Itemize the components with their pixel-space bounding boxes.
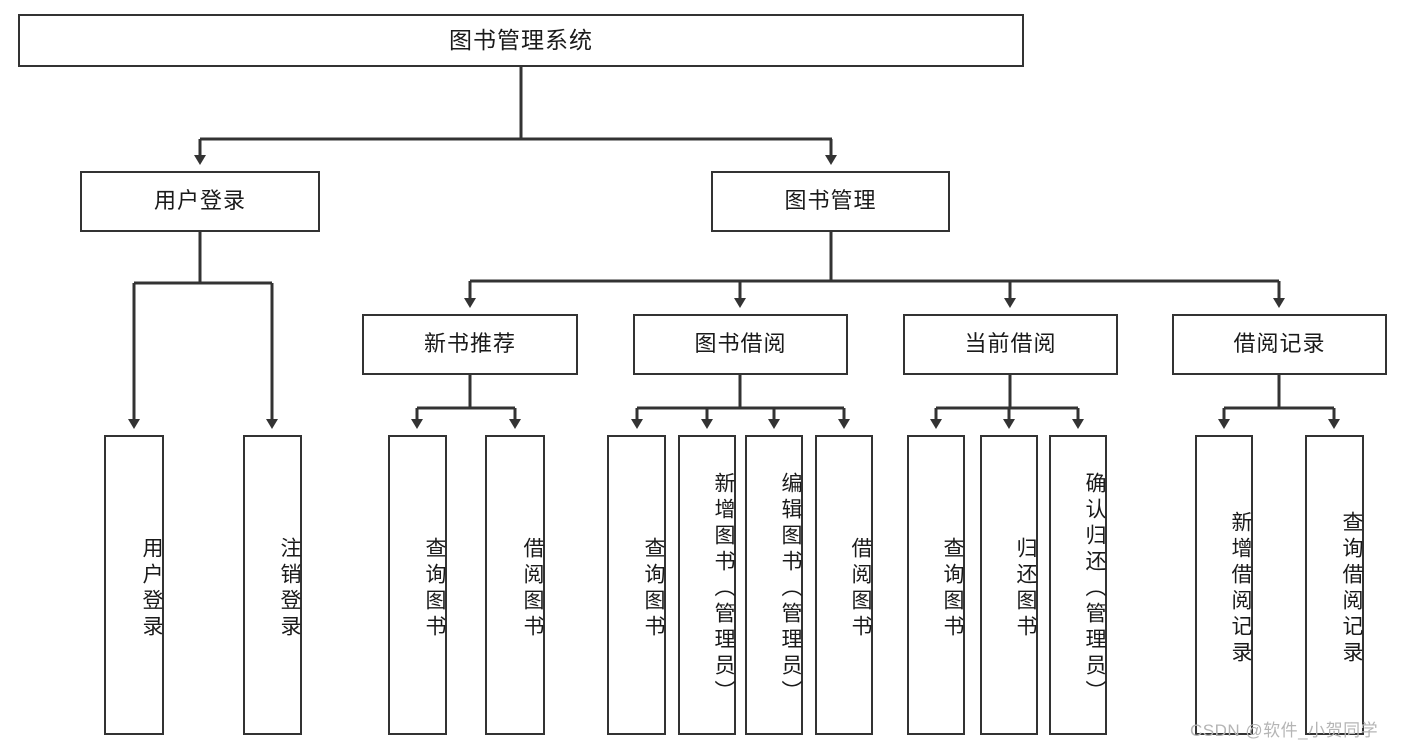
node-leaf-query-book-recommend[interactable]: 查询图书 bbox=[388, 435, 447, 735]
node-label: 借阅图书 bbox=[849, 537, 872, 641]
node-leaf-query-book-borrow[interactable]: 查询图书 bbox=[607, 435, 666, 735]
node-book-borrow[interactable]: 图书借阅 bbox=[633, 314, 848, 375]
node-borrow-record[interactable]: 借阅记录 bbox=[1172, 314, 1387, 375]
node-label: 新书推荐 bbox=[423, 331, 516, 357]
node-label: 新增图书（管理员） bbox=[712, 472, 735, 706]
node-user-login[interactable]: 用户登录 bbox=[80, 171, 320, 232]
node-leaf-borrow-book-recommend[interactable]: 借阅图书 bbox=[485, 435, 545, 735]
node-label: 查询借阅记录 bbox=[1340, 511, 1363, 667]
node-leaf-logout[interactable]: 注销登录 bbox=[243, 435, 302, 735]
node-label: 借阅图书 bbox=[521, 537, 544, 641]
node-label: 当前借阅 bbox=[964, 331, 1057, 357]
node-label: 图书管理 bbox=[784, 188, 877, 214]
node-leaf-query-borrow-record[interactable]: 查询借阅记录 bbox=[1305, 435, 1364, 735]
node-label: 新增借阅记录 bbox=[1229, 511, 1252, 667]
node-new-book-recommend[interactable]: 新书推荐 bbox=[362, 314, 578, 375]
node-label: 借阅记录 bbox=[1233, 331, 1326, 357]
node-book-management[interactable]: 图书管理 bbox=[711, 171, 950, 232]
node-label: 归还图书 bbox=[1014, 537, 1037, 641]
node-root-book-management-system[interactable]: 图书管理系统 bbox=[18, 14, 1024, 67]
node-current-borrow[interactable]: 当前借阅 bbox=[903, 314, 1118, 375]
node-leaf-add-borrow-record[interactable]: 新增借阅记录 bbox=[1195, 435, 1253, 735]
csdn-watermark: CSDN @软件_小贺同学 bbox=[1190, 721, 1379, 740]
node-label: 查询图书 bbox=[642, 537, 665, 641]
node-label: 用户登录 bbox=[140, 537, 163, 641]
node-label: 查询图书 bbox=[941, 537, 964, 641]
node-leaf-confirm-return-admin[interactable]: 确认归还（管理员） bbox=[1049, 435, 1107, 735]
node-leaf-return-book[interactable]: 归还图书 bbox=[980, 435, 1038, 735]
node-label: 图书借阅 bbox=[694, 331, 787, 357]
node-label: 查询图书 bbox=[423, 537, 446, 641]
node-leaf-edit-book-admin[interactable]: 编辑图书（管理员） bbox=[745, 435, 803, 735]
node-label: 注销登录 bbox=[278, 537, 301, 641]
node-leaf-add-book-admin[interactable]: 新增图书（管理员） bbox=[678, 435, 736, 735]
node-label: 确认归还（管理员） bbox=[1083, 472, 1106, 706]
node-label: 用户登录 bbox=[153, 188, 246, 214]
node-label: 图书管理系统 bbox=[449, 26, 593, 53]
node-label: 编辑图书（管理员） bbox=[779, 472, 802, 706]
node-leaf-borrow-book[interactable]: 借阅图书 bbox=[815, 435, 873, 735]
node-leaf-query-book-current[interactable]: 查询图书 bbox=[907, 435, 965, 735]
node-leaf-user-login[interactable]: 用户登录 bbox=[104, 435, 164, 735]
